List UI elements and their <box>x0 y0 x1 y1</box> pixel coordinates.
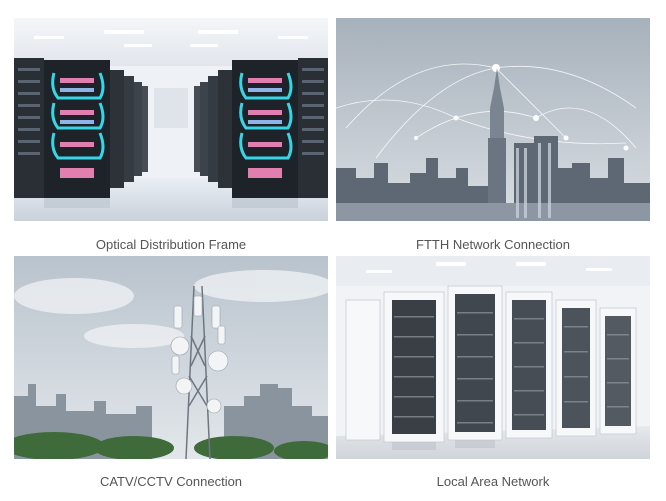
tile-ftth-network-connection: FTTH Network Connection <box>336 18 650 252</box>
data-center-photo <box>336 256 650 459</box>
city-network-photo <box>336 18 650 221</box>
tile-local-area-network: Local Area Network <box>336 256 650 489</box>
tile-catv-cctv-connection: CATV/CCTV Connection <box>14 256 328 489</box>
tile-caption: Optical Distribution Frame <box>95 237 247 252</box>
tile-caption: CATV/CCTV Connection <box>99 474 243 489</box>
tile-caption: FTTH Network Connection <box>416 237 570 252</box>
tile-caption: Local Area Network <box>436 474 550 489</box>
cell-tower-photo <box>14 256 328 459</box>
server-room-photo <box>14 18 328 221</box>
tile-optical-distribution-frame: Optical Distribution Frame <box>14 18 328 252</box>
